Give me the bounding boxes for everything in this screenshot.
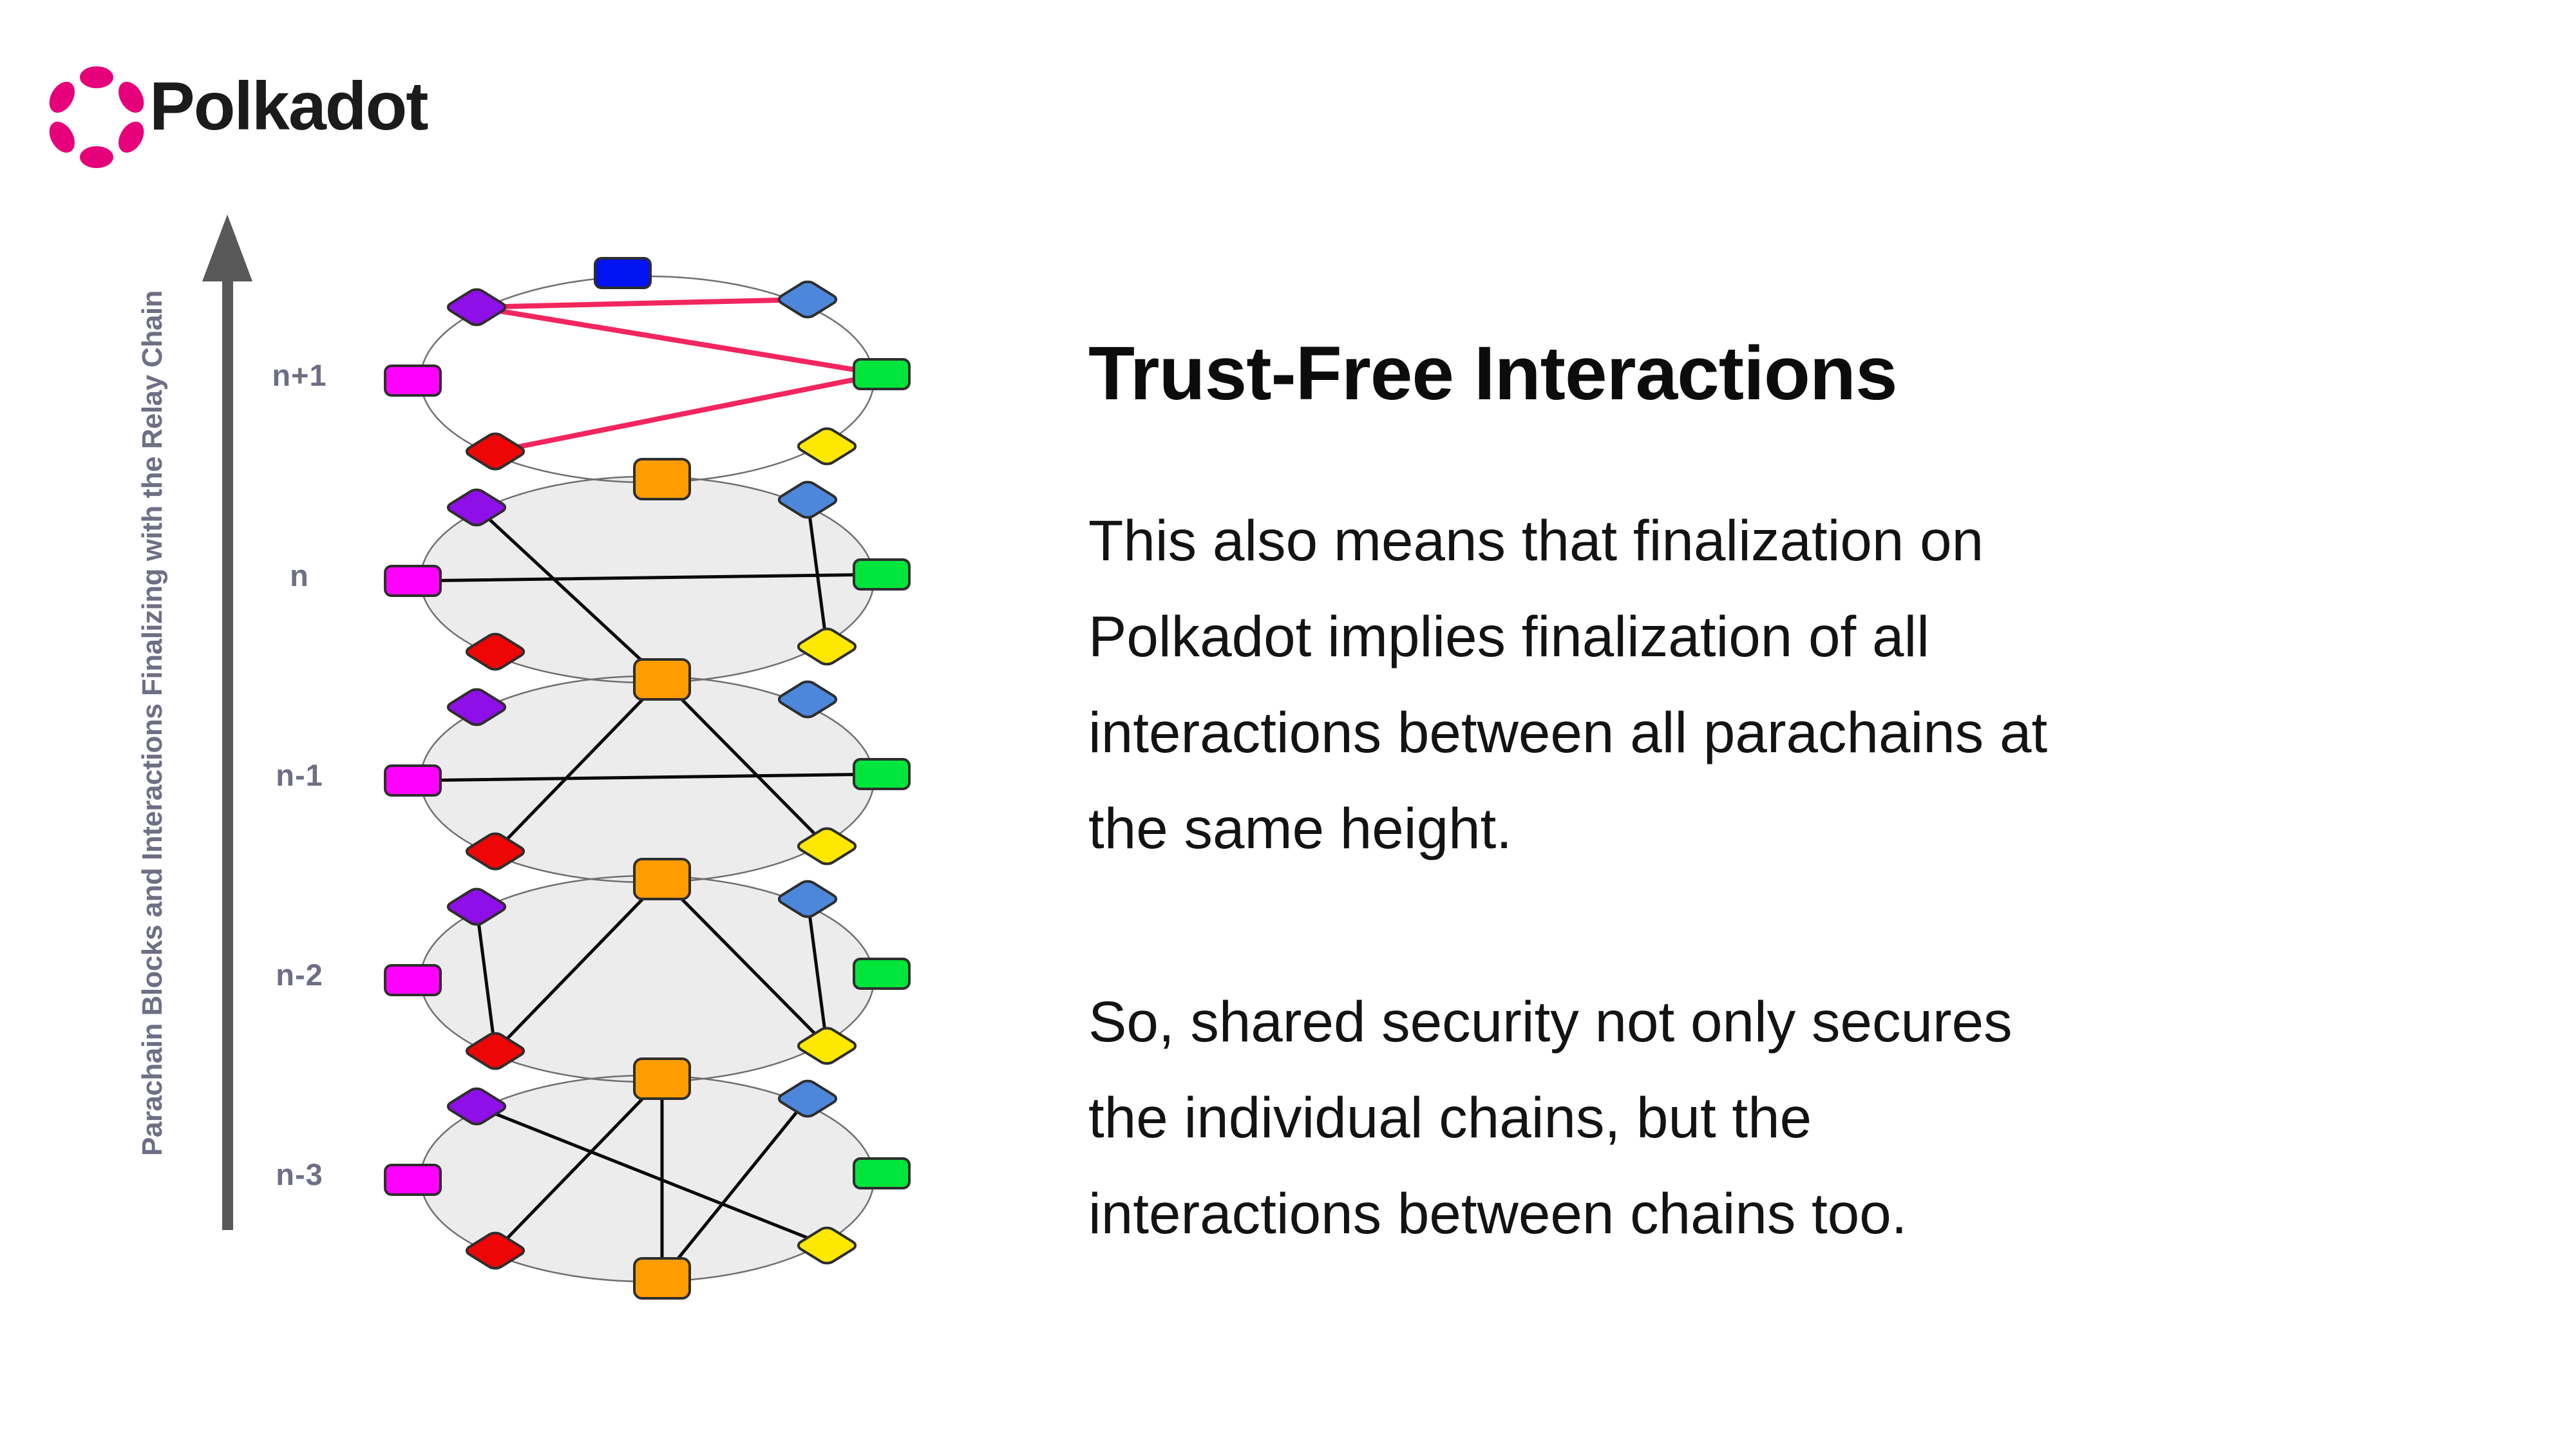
parachain-block-nw-diamond xyxy=(445,887,509,926)
interaction-line xyxy=(474,305,884,377)
interaction-line xyxy=(474,297,810,310)
interaction-line xyxy=(660,877,829,1048)
level-label-n-3: n-3 xyxy=(276,1157,323,1191)
polkadot-logo-dot xyxy=(80,66,113,88)
level-label-n-2: n-2 xyxy=(276,958,323,992)
parachain-block-nw-diamond xyxy=(445,488,509,527)
parachain-block-ne-diamond xyxy=(776,480,840,519)
interaction-line xyxy=(660,1097,810,1280)
polkadot-logo-icon xyxy=(49,66,144,168)
parachain-block-e-rect xyxy=(853,1157,911,1189)
polkadot-logo-dot xyxy=(118,121,144,153)
parachain-block-ne-diamond xyxy=(776,1079,840,1118)
relay-ellipse-fill xyxy=(421,676,874,882)
parachain-block-se-diamond xyxy=(795,426,859,466)
level-label-n-1: n-1 xyxy=(276,758,323,792)
timeline-arrow-shaft xyxy=(222,276,233,1230)
parachain-block-w-rect xyxy=(384,565,442,597)
interaction-line xyxy=(493,877,664,1053)
timeline-arrow-head xyxy=(202,214,252,281)
parachain-block-se-diamond xyxy=(795,826,859,866)
polkadot-wordmark: Polkadot xyxy=(149,68,429,144)
interaction-line xyxy=(806,897,829,1048)
relay-chain-block xyxy=(633,458,691,500)
interaction-line xyxy=(475,1104,829,1247)
level-label-n-plus-1: n+1 xyxy=(272,358,327,392)
relay-chain-block xyxy=(633,1257,691,1300)
interaction-line xyxy=(411,772,884,782)
polkadot-logo-dot xyxy=(49,81,75,113)
level-label-n: n xyxy=(290,558,309,592)
parachain-block-ne-diamond xyxy=(776,679,840,719)
parachain-block-nw-diamond xyxy=(445,687,509,726)
interaction-line xyxy=(475,905,497,1053)
parachain-block-w-rect xyxy=(384,1164,442,1196)
new-relay-block xyxy=(594,257,652,289)
paragraph-shared-security: So, shared security not only secures the… xyxy=(1088,989,2012,1245)
parachain-block-w-rect xyxy=(384,764,442,797)
parachain-block-sw-diamond xyxy=(464,831,527,871)
parachain-block-se-diamond xyxy=(795,627,859,666)
interaction-line xyxy=(493,1077,664,1253)
interaction-line xyxy=(806,498,829,649)
parachain-block-sw-diamond xyxy=(464,431,527,471)
paragraph-finalization: This also means that finalization on Pol… xyxy=(1088,508,2048,860)
interaction-line xyxy=(475,506,664,681)
parachain-block-sw-diamond xyxy=(464,1031,527,1070)
axis-label: Parachain Blocks and Interactions Finali… xyxy=(137,290,168,1157)
parachain-block-nw-diamond xyxy=(445,287,509,327)
relay-chain-block xyxy=(633,858,691,900)
interaction-line xyxy=(493,677,664,853)
parachain-block-sw-diamond xyxy=(464,632,527,671)
page-title: Trust-Free Interactions xyxy=(1088,331,1898,416)
parachain-block-e-rect xyxy=(853,358,911,390)
polkadot-logo-dot xyxy=(49,121,75,153)
relay-chain-block xyxy=(633,1057,691,1100)
parachain-block-w-rect xyxy=(384,964,442,996)
polkadot-logo-dot xyxy=(118,81,144,113)
relay-ellipse-fill xyxy=(421,276,874,482)
interaction-line xyxy=(660,677,829,848)
parachain-block-e-rect xyxy=(853,758,911,790)
relay-ellipse-fill xyxy=(421,1075,874,1282)
parachain-block-se-diamond xyxy=(795,1226,859,1265)
interaction-line xyxy=(493,372,884,454)
relay-ellipse-fill xyxy=(421,477,874,683)
parachain-block-nw-diamond xyxy=(445,1086,509,1126)
parachain-block-e-rect xyxy=(853,958,911,990)
relay-ellipse-fill xyxy=(421,876,874,1082)
parachain-block-sw-diamond xyxy=(464,1231,527,1270)
relay-chain-block xyxy=(633,658,691,701)
interaction-line xyxy=(411,573,884,583)
parachain-block-ne-diamond xyxy=(776,279,840,319)
parachain-block-e-rect xyxy=(853,558,911,591)
parachain-block-se-diamond xyxy=(795,1026,859,1065)
parachain-block-w-rect xyxy=(384,365,442,397)
polkadot-logo-dot xyxy=(80,146,113,168)
parachain-block-ne-diamond xyxy=(776,879,840,918)
